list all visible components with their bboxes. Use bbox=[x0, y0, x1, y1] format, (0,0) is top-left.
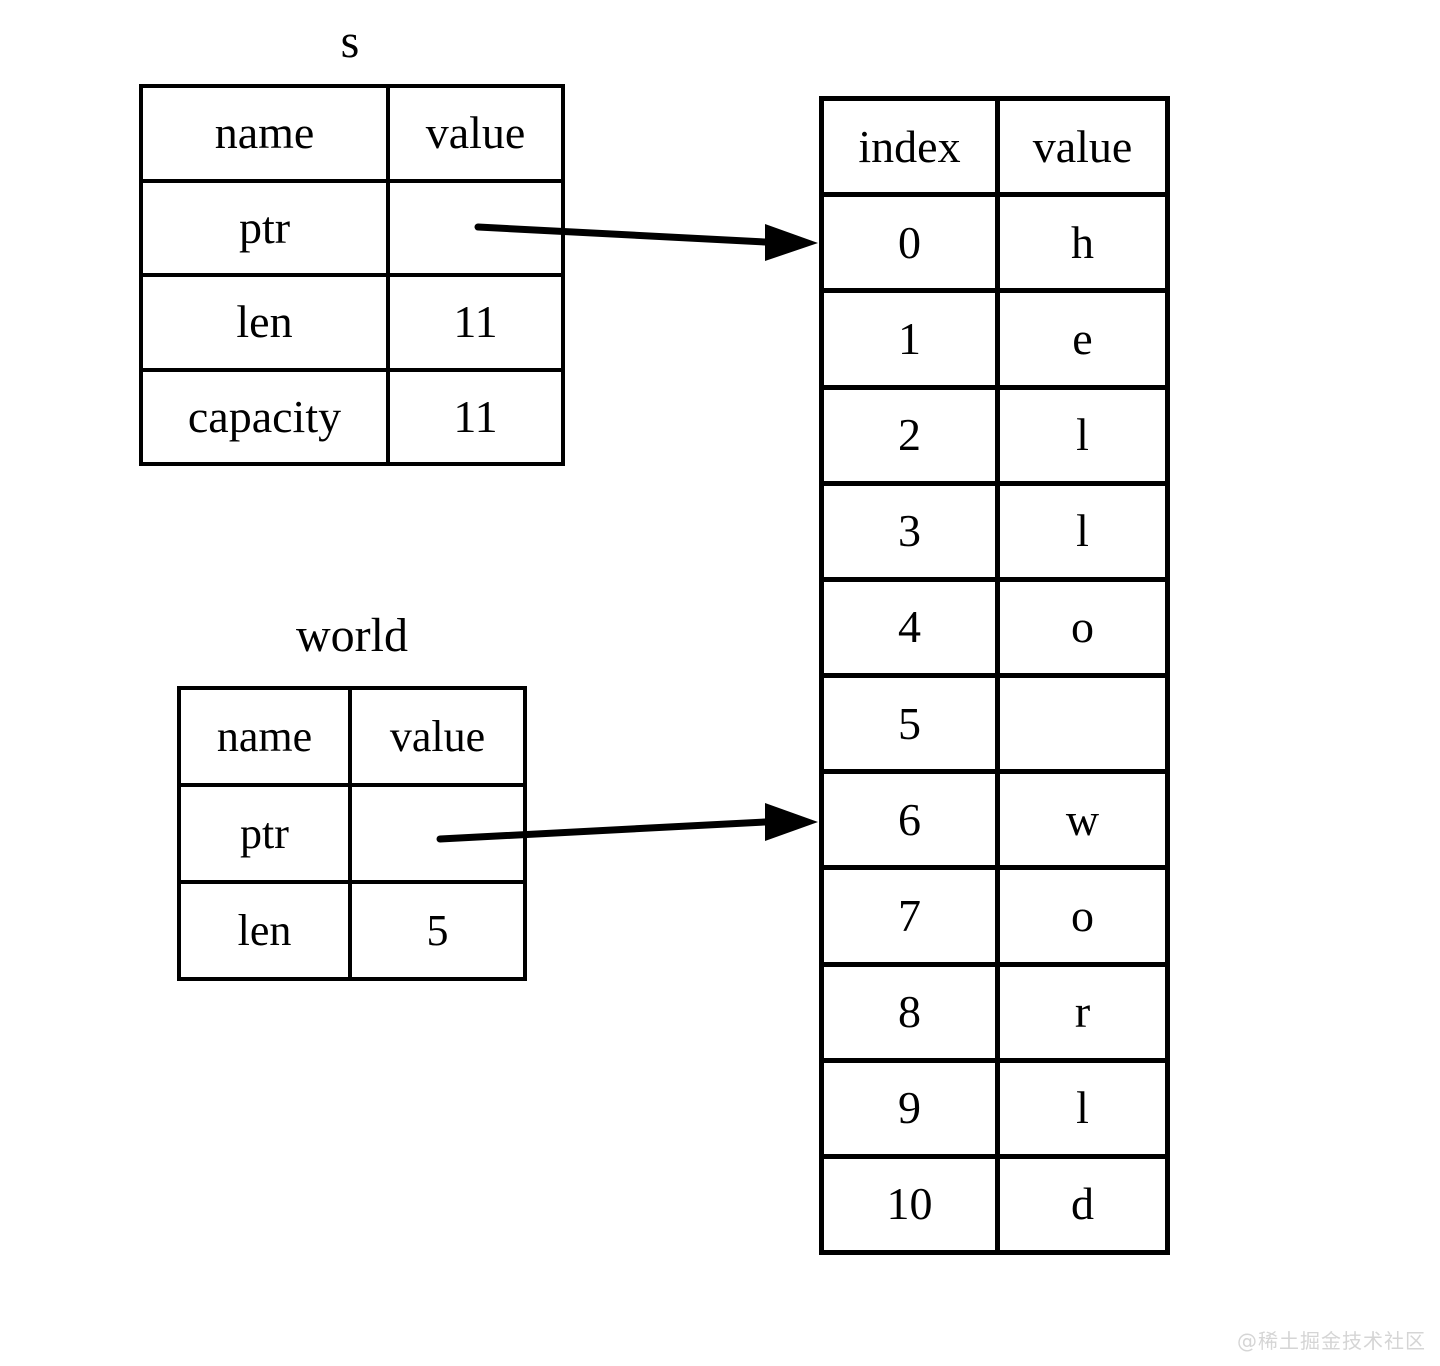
table-row: 3 l bbox=[824, 485, 1165, 582]
byte-index-6: 6 bbox=[824, 774, 1000, 866]
byte-value-0: h bbox=[1071, 216, 1094, 268]
table-row: 6 w bbox=[824, 774, 1165, 871]
struct-title-world: world bbox=[296, 609, 408, 662]
field-name-capacity: capacity bbox=[143, 371, 390, 462]
table-row: 4 o bbox=[824, 581, 1165, 679]
table-row: 2 l bbox=[824, 389, 1165, 486]
byte-value-4: o bbox=[1071, 601, 1094, 653]
byte-index-3: 3 bbox=[824, 485, 1000, 577]
struct-table-world: name value ptr len 5 bbox=[177, 686, 527, 981]
byte-index-2: 2 bbox=[824, 389, 1000, 481]
table-row: 8 r bbox=[824, 966, 1165, 1063]
byte-value-8: r bbox=[1074, 986, 1091, 1038]
table-row: 7 o bbox=[824, 870, 1165, 967]
byte-value-3: l bbox=[1076, 505, 1089, 557]
field-name-ptr: ptr bbox=[181, 787, 352, 880]
field-value-ptr bbox=[390, 183, 561, 274]
byte-index-7: 7 bbox=[824, 870, 1000, 962]
table-row: len 5 bbox=[181, 884, 523, 977]
table-row: ptr bbox=[143, 182, 561, 277]
table-header-row: index value bbox=[824, 101, 1165, 198]
table-header-row: name value bbox=[181, 690, 523, 787]
table-row: len 11 bbox=[143, 277, 561, 372]
struct-title-s: s bbox=[340, 15, 360, 68]
column-header-value: value bbox=[1032, 120, 1133, 172]
field-value-len: 11 bbox=[453, 296, 498, 348]
byte-value-7: o bbox=[1071, 889, 1094, 941]
field-value-capacity: 11 bbox=[453, 390, 498, 442]
byte-value-9: l bbox=[1076, 1082, 1089, 1134]
byte-index-1: 1 bbox=[824, 293, 1000, 385]
table-row: 1 e bbox=[824, 293, 1165, 390]
byte-index-10: 10 bbox=[824, 1158, 1000, 1251]
table-row: 9 l bbox=[824, 1062, 1165, 1159]
field-name-ptr: ptr bbox=[143, 182, 390, 273]
table-row: 10 d bbox=[824, 1158, 1165, 1251]
column-header-value: value bbox=[425, 107, 526, 159]
byte-index-5: 5 bbox=[824, 678, 1000, 770]
byte-index-8: 8 bbox=[824, 966, 1000, 1058]
watermark: @稀土掘金技术社区 bbox=[1237, 1329, 1426, 1353]
byte-index-table: index value 0 h 1 e 2 l 3 l 4 o 5 6 w bbox=[819, 96, 1170, 1255]
byte-index-9: 9 bbox=[824, 1062, 1000, 1154]
byte-value-10: d bbox=[1071, 1178, 1094, 1230]
byte-value-5 bbox=[1000, 678, 1165, 769]
byte-value-2: l bbox=[1076, 409, 1089, 461]
table-row: capacity 11 bbox=[143, 371, 561, 462]
table-row: 0 h bbox=[824, 197, 1165, 294]
byte-value-1: e bbox=[1072, 312, 1093, 364]
field-name-len: len bbox=[143, 277, 390, 368]
field-value-ptr bbox=[352, 787, 523, 880]
field-value-len: 5 bbox=[426, 905, 449, 955]
table-row: 5 bbox=[824, 678, 1165, 775]
byte-index-4: 4 bbox=[824, 581, 1000, 674]
table-header-row: name value bbox=[143, 88, 561, 183]
column-header-name: name bbox=[143, 88, 390, 179]
struct-table-s: name value ptr len 11 capacity 11 bbox=[139, 84, 565, 466]
field-name-len: len bbox=[181, 884, 352, 977]
column-header-index: index bbox=[824, 101, 1000, 193]
byte-index-0: 0 bbox=[824, 197, 1000, 289]
byte-value-6: w bbox=[1065, 793, 1100, 845]
column-header-value: value bbox=[389, 711, 486, 761]
column-header-name: name bbox=[181, 690, 352, 783]
table-row: ptr bbox=[181, 787, 523, 884]
